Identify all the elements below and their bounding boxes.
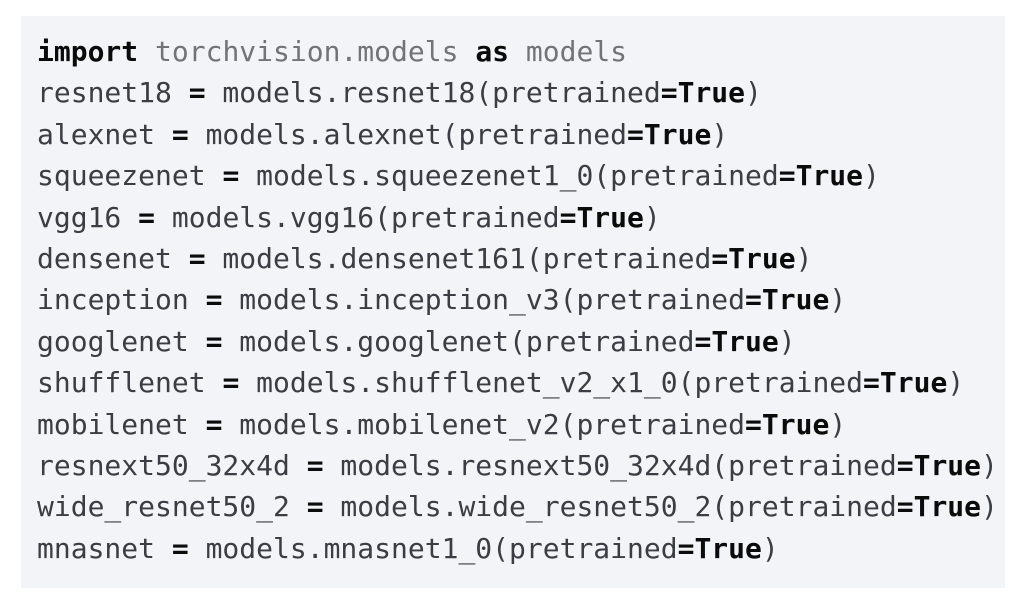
- code-token-kc: True: [761, 283, 830, 317]
- code-token-o: =: [306, 490, 324, 524]
- code-token-o: =: [171, 117, 189, 151]
- code-token-k: import: [37, 35, 139, 68]
- code-line: import torchvision.models as models: [37, 31, 989, 72]
- code-token-n: models.mobilenet_v2(pretrained: [222, 407, 746, 441]
- code-token-o: =: [222, 366, 240, 400]
- code-token-n: ): [711, 117, 729, 151]
- code-token-n: ): [761, 531, 779, 565]
- code-line: mobilenet = models.mobilenet_v2(pretrain…: [37, 404, 989, 445]
- code-token-o: =: [171, 531, 189, 565]
- code-line: wide_resnet50_2 = models.wide_resnet50_2…: [37, 486, 998, 527]
- code-token-n: models.resnext50_32x4d(pretrained: [323, 448, 897, 482]
- code-token-n: alexnet: [37, 117, 172, 151]
- code-token-n: models.densenet161(pretrained: [205, 241, 712, 275]
- code-line: shufflenet = models.shufflenet_v2_x1_0(p…: [37, 362, 989, 403]
- code-token-n: ): [863, 159, 880, 193]
- code-line: squeezenet = models.squeezenet1_0(pretra…: [37, 155, 989, 196]
- code-token-n: ): [829, 283, 847, 317]
- code-token-nn: models: [509, 35, 628, 68]
- code-token-n: resnext50_32x4d: [37, 448, 307, 482]
- code-token-n: models.inception_v3(pretrained: [222, 283, 746, 317]
- code-token-k: as: [475, 35, 510, 68]
- code-token-n: models.mnasnet1_0(pretrained: [188, 531, 678, 565]
- code-token-o: =: [745, 283, 762, 317]
- code-token-n: inception: [37, 283, 206, 317]
- code-token-kc: True: [576, 200, 644, 234]
- code-token-n: ): [947, 366, 965, 400]
- code-token-n: densenet: [37, 241, 189, 275]
- code-token-o: =: [677, 531, 695, 565]
- code-token-n: models.vgg16(pretrained: [155, 200, 560, 234]
- code-token-o: =: [896, 448, 914, 482]
- code-token-n: vgg16: [37, 200, 139, 234]
- code-token-o: =: [694, 324, 712, 358]
- code-token-o: =: [205, 407, 223, 441]
- code-token-o: =: [222, 159, 240, 193]
- code-token-n: mnasnet: [37, 531, 172, 565]
- code-line: vgg16 = models.vgg16(pretrained=True): [37, 197, 989, 238]
- code-token-o: =: [660, 76, 678, 110]
- code-line: inception = models.inception_v3(pretrain…: [37, 279, 989, 320]
- code-token-o: =: [306, 448, 324, 482]
- code-token-o: =: [627, 117, 644, 151]
- code-token-kc: True: [711, 324, 779, 358]
- code-line: densenet = models.densenet161(pretrained…: [37, 238, 989, 279]
- code-token-o: =: [188, 241, 206, 275]
- code-token-o: =: [559, 200, 577, 234]
- code-token-n: ): [643, 200, 661, 234]
- code-token-kc: True: [879, 366, 948, 400]
- code-token-n: models.googlenet(pretrained: [222, 324, 695, 358]
- code-token-kc: True: [913, 448, 982, 482]
- code-token-n: wide_resnet50_2: [37, 490, 307, 524]
- code-line: googlenet = models.googlenet(pretrained=…: [37, 321, 989, 362]
- code-token-kc: True: [913, 490, 982, 524]
- code-token-n: ): [795, 241, 813, 275]
- code-token-nn: torchvision.models: [138, 35, 476, 68]
- code-line: resnext50_32x4d = models.resnext50_32x4d…: [37, 445, 998, 486]
- code-token-n: ): [745, 76, 762, 110]
- code-line: alexnet = models.alexnet(pretrained=True…: [37, 114, 989, 155]
- code-token-n: ): [981, 490, 998, 524]
- code-token-o: =: [205, 324, 223, 358]
- code-token-o: =: [863, 366, 880, 400]
- code-token-o: =: [711, 241, 729, 275]
- code-token-kc: True: [694, 531, 762, 565]
- code-token-n: models.resnet18(pretrained: [205, 76, 661, 110]
- code-token-kc: True: [677, 76, 746, 110]
- code-token-kc: True: [795, 159, 864, 193]
- code-token-n: mobilenet: [37, 407, 206, 441]
- code-token-o: =: [745, 407, 762, 441]
- code-token-n: googlenet: [37, 324, 206, 358]
- code-token-n: resnet18: [37, 76, 189, 110]
- code-token-n: models.shufflenet_v2_x1_0(pretrained: [239, 366, 864, 400]
- code-token-o: =: [778, 159, 796, 193]
- code-token-n: models.wide_resnet50_2(pretrained: [323, 490, 897, 524]
- code-token-kc: True: [761, 407, 830, 441]
- code-token-o: =: [896, 490, 914, 524]
- code-token-n: squeezenet: [37, 159, 223, 193]
- code-line: mnasnet = models.mnasnet1_0(pretrained=T…: [37, 528, 989, 569]
- code-token-o: =: [205, 283, 223, 317]
- code-token-n: ): [829, 407, 847, 441]
- code-token-n: ): [778, 324, 796, 358]
- code-token-kc: True: [728, 241, 796, 275]
- code-token-n: ): [981, 448, 998, 482]
- code-line: resnet18 = models.resnet18(pretrained=Tr…: [37, 72, 989, 113]
- code-token-kc: True: [643, 117, 712, 151]
- code-token-n: models.squeezenet1_0(pretrained: [239, 159, 779, 193]
- code-token-n: shufflenet: [37, 366, 223, 400]
- code-token-o: =: [188, 76, 206, 110]
- code-token-o: =: [138, 200, 156, 234]
- code-token-n: models.alexnet(pretrained: [188, 117, 628, 151]
